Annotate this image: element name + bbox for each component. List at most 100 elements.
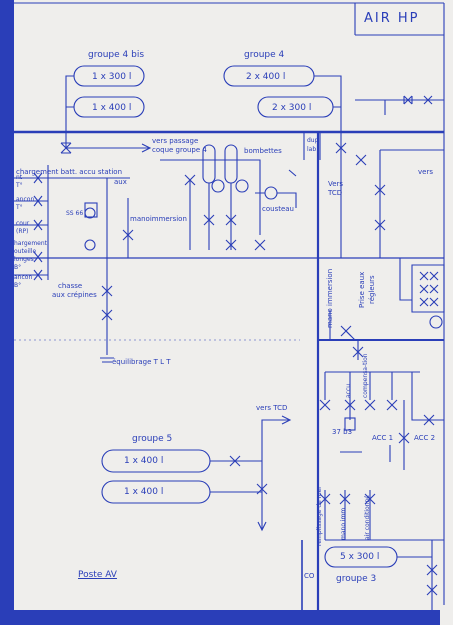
- valve-reg3: [419, 297, 439, 307]
- mano-immersion-label: mano immersion: [326, 268, 334, 328]
- gauge-bombettes: [211, 179, 225, 193]
- g4-bottle-1: 2 x 400 l: [246, 72, 286, 82]
- gauge-cousteau: [264, 186, 278, 200]
- acc2-label: ACC 2: [414, 434, 436, 442]
- valve-reg1: [419, 271, 439, 281]
- valve-g5-2: [256, 483, 268, 495]
- left-d4: B°: [14, 264, 22, 271]
- valve-g3-1: [426, 564, 438, 576]
- pipe-g5: [210, 415, 292, 530]
- g5-bottle-2: 1 x 400 l: [124, 487, 164, 497]
- vers-tcd-top-2: TCD: [328, 189, 343, 197]
- air-conditionne-label: air conditionné: [364, 495, 371, 540]
- valve-r2: [374, 184, 386, 196]
- valve-a2: [344, 399, 356, 411]
- bombettes-label: bombettes: [244, 147, 282, 155]
- g4-bottle-2: 2 x 300 l: [272, 103, 312, 113]
- vers-tcd-top-1: Vers: [328, 180, 344, 188]
- vers-right-label: vers: [418, 168, 433, 176]
- valve-g3-2: [426, 584, 438, 596]
- valve-b2: [203, 214, 215, 226]
- left-c2: (RP): [16, 228, 29, 235]
- left-a2: T°: [16, 182, 23, 189]
- g3-label: groupe 3: [336, 574, 377, 584]
- valve-a1: [319, 399, 331, 411]
- equilibrage-symbol: [100, 357, 114, 363]
- valve-r4: [355, 154, 367, 166]
- left-e2: B°: [14, 282, 22, 289]
- left-b2: T°: [16, 204, 23, 211]
- dup-label: dup: [307, 137, 319, 144]
- pipe-cousteau: [255, 169, 297, 208]
- bombette-2: [224, 144, 238, 184]
- pipe-vers-passage: [66, 143, 152, 153]
- valve-g5-1: [229, 455, 241, 467]
- mano-imm2-label: mano imm: [340, 507, 347, 540]
- compensation-label: compensa-tion: [362, 353, 369, 398]
- valve-reg2: [419, 284, 439, 294]
- aux-label: aux: [114, 178, 127, 186]
- valve-a4: [386, 399, 398, 411]
- pipe-g4bis: [65, 75, 74, 148]
- chargement-label: chargement batt. accu station: [16, 168, 123, 176]
- valve-o3: [364, 493, 376, 505]
- valve-b4: [225, 239, 237, 251]
- regleurs-label: régleurs: [368, 275, 376, 304]
- valve-b1: [184, 174, 196, 186]
- poste-av-label: Poste AV: [78, 570, 117, 580]
- valve-b3: [225, 214, 237, 226]
- left-a1: nt: [16, 174, 23, 181]
- left-e1: ancon: [14, 274, 33, 281]
- gauge-mid-right: [429, 315, 443, 329]
- pipe-bottom-right: [324, 490, 444, 541]
- valve-r1: [335, 142, 347, 154]
- gauge-left: [84, 239, 96, 251]
- lab-label: lab: [307, 146, 317, 153]
- equilibrage-label: équilibrage T L T: [112, 358, 171, 366]
- chasse-label: chasse: [58, 282, 83, 290]
- valve-a6: [423, 414, 435, 426]
- cousteau-label: cousteau: [262, 205, 294, 213]
- g5-label: groupe 5: [132, 434, 173, 444]
- remplissage-label: remplissage de mer: [316, 486, 323, 546]
- valve-o2: [339, 493, 351, 505]
- manoimmersion-label: manoimmersion: [130, 215, 187, 223]
- valve-m1: [340, 325, 352, 337]
- g4bis-label: groupe 4 bis: [88, 50, 145, 60]
- regleurs-box: [411, 264, 445, 313]
- g4-label: groupe 4: [244, 50, 285, 60]
- regulator-37: [344, 417, 356, 431]
- vers-tcd-mid-label: vers TCD: [256, 404, 288, 412]
- pipe-mid-right: [329, 310, 359, 360]
- left-d2: outeille: [14, 248, 37, 255]
- left-b1: ancon: [16, 196, 35, 203]
- valve-a3: [364, 399, 376, 411]
- pipe-right-1: [340, 148, 444, 258]
- left-c1: cour: [16, 220, 30, 227]
- valve-o1: [319, 493, 331, 505]
- pipe-accu: [324, 371, 444, 460]
- accu-label: accu: [345, 383, 352, 398]
- co-label: CO: [304, 572, 315, 580]
- bottom-border-band: [0, 610, 440, 625]
- g3-bottle: 5 x 300 l: [340, 552, 380, 562]
- pipe-bombettes: [160, 159, 261, 250]
- arrow-g5-down: [257, 521, 267, 532]
- pipe-g4: [314, 75, 342, 148]
- valve-top-right: [403, 95, 413, 105]
- valve-center-3: [101, 309, 113, 321]
- valve-r3: [374, 219, 386, 231]
- g5-bottle-1: 1 x 400 l: [124, 456, 164, 466]
- valve-a5: [398, 432, 410, 444]
- gauge-bombettes-2: [235, 179, 249, 193]
- p37-label: 37 b3: [332, 428, 353, 436]
- vers-passage-label: vers passage: [152, 137, 199, 145]
- coque-groupe4-label: coque groupe 4: [152, 146, 207, 154]
- acc1-label: ACC 1: [372, 434, 394, 442]
- valve-g4bis: [60, 142, 72, 154]
- valve-top-right-2: [423, 95, 433, 105]
- g4bis-bottle-1: 1 x 300 l: [92, 72, 132, 82]
- valve-m2: [352, 346, 364, 358]
